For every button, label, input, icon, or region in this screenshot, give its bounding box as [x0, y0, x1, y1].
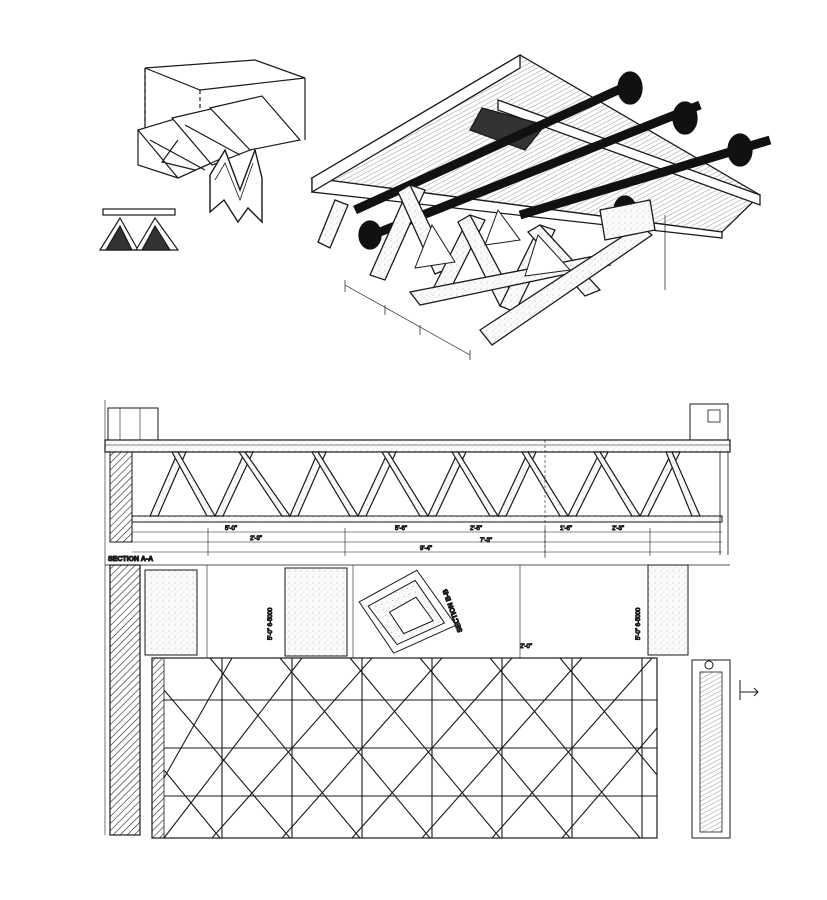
note-2: 5'-0" 6-5000	[636, 607, 642, 640]
dim-text-1: 5'-0"	[225, 526, 237, 532]
waffle-grid	[163, 657, 658, 839]
elevation-dimension-text: 5'-0" 2'-5" 1'-6" 2'-3" 2'-3" 5'-6" 9'-4…	[225, 526, 625, 553]
dim-text-3: 1'-6"	[560, 526, 572, 532]
elevation-dimension-lines	[104, 400, 722, 835]
section-b-detail: SECTION B-B	[358, 569, 465, 654]
dim-text-4: 2'-3"	[612, 526, 624, 532]
note-3: 2'-0"	[520, 644, 532, 650]
truss-axonometric	[310, 53, 772, 360]
folded-plate-sketch	[98, 59, 306, 251]
note-1: 5'-0" 6-5000	[268, 607, 274, 640]
truss-web	[149, 451, 701, 517]
dim-text-2: 2'-5"	[470, 526, 482, 532]
dim-text-5: 2'-3"	[250, 536, 262, 542]
dim-text-7: 9'-4"	[420, 546, 432, 552]
dim-text-6: 5'-6"	[395, 526, 407, 532]
truss-elevation: 5'-0" 2'-5" 1'-6" 2'-3" 2'-3" 5'-6" 9'-4…	[104, 400, 759, 839]
axon-dimension-lines	[344, 215, 666, 360]
section-a-label: SECTION A-A	[108, 556, 153, 563]
dim-text-8: 7'-3"	[480, 538, 492, 544]
